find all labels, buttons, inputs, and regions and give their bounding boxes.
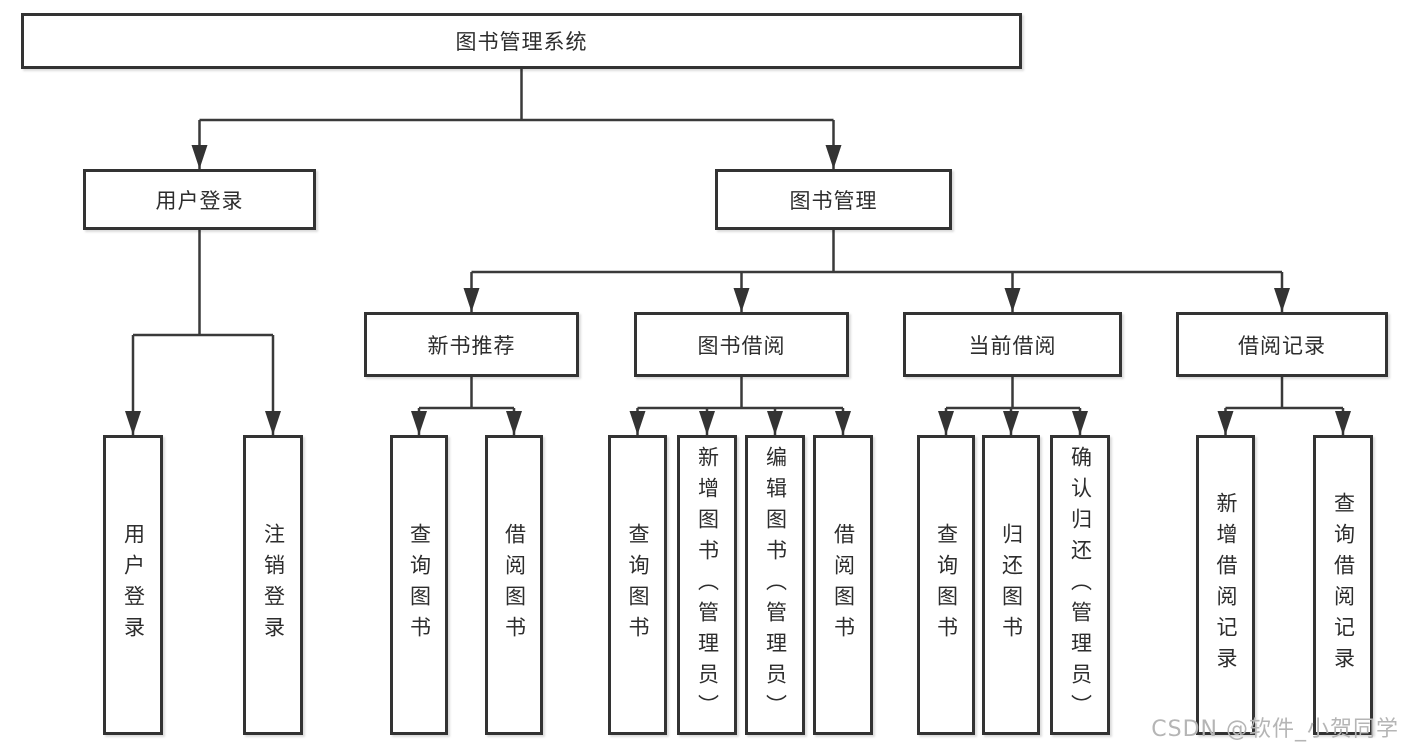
node-current-borrowing: 当前借阅 [903,312,1122,377]
node-library-management-system: 图书管理系统 [21,13,1022,69]
node-label: 新增图书（管理员） [695,445,720,725]
arrowheads [125,145,1351,435]
node-label: 当前借阅 [968,333,1057,358]
leaf-query-books-recommend: 查询图书 [390,435,448,735]
leaf-user-login: 用户登录 [103,435,163,735]
node-label: 用户登录 [121,523,146,647]
node-label: 查询借阅记录 [1331,492,1356,678]
node-label: 图书管理系统 [455,30,588,54]
node-book-management: 图书管理 [715,169,952,230]
leaf-borrow-books-recommend: 借阅图书 [485,435,543,735]
node-label: 归还图书 [999,523,1024,647]
node-borrowing-records: 借阅记录 [1176,312,1388,377]
node-label: 编辑图书（管理员） [763,445,788,725]
node-book-borrowing: 图书借阅 [634,312,849,377]
node-label: 查询图书 [407,523,432,647]
leaf-logout: 注销登录 [243,435,303,735]
node-label: 借阅图书 [502,523,527,647]
csdn-watermark: CSDN @软件_小贺同学 [1151,717,1399,742]
node-label: 查询图书 [934,523,959,647]
leaf-borrow-books: 借阅图书 [813,435,873,735]
node-label: 新增借阅记录 [1214,492,1238,678]
leaf-return-books: 归还图书 [982,435,1040,735]
node-label: 用户登录 [155,188,244,213]
node-label: 图书借阅 [697,333,786,358]
leaf-add-borrow-record: 新增借阅记录 [1196,435,1255,735]
node-label: 确认归还（管理员） [1068,445,1093,725]
leaf-query-books-current: 查询图书 [917,435,975,735]
leaf-query-books-borrowing: 查询图书 [608,435,667,735]
node-label: 注销登录 [261,523,286,647]
leaf-query-borrow-record: 查询借阅记录 [1313,435,1373,735]
node-label: 借阅记录 [1238,333,1326,358]
node-label: 借阅图书 [831,523,856,647]
node-user-login-branch: 用户登录 [83,169,316,230]
node-label: 图书管理 [789,188,878,213]
leaf-confirm-return-admin: 确认归还（管理员） [1050,435,1110,735]
node-new-book-recommendation: 新书推荐 [364,312,579,377]
node-label: 查询图书 [626,523,650,647]
leaf-edit-book-admin: 编辑图书（管理员） [745,435,805,735]
node-label: 新书推荐 [427,333,516,358]
leaf-add-book-admin: 新增图书（管理员） [677,435,737,735]
